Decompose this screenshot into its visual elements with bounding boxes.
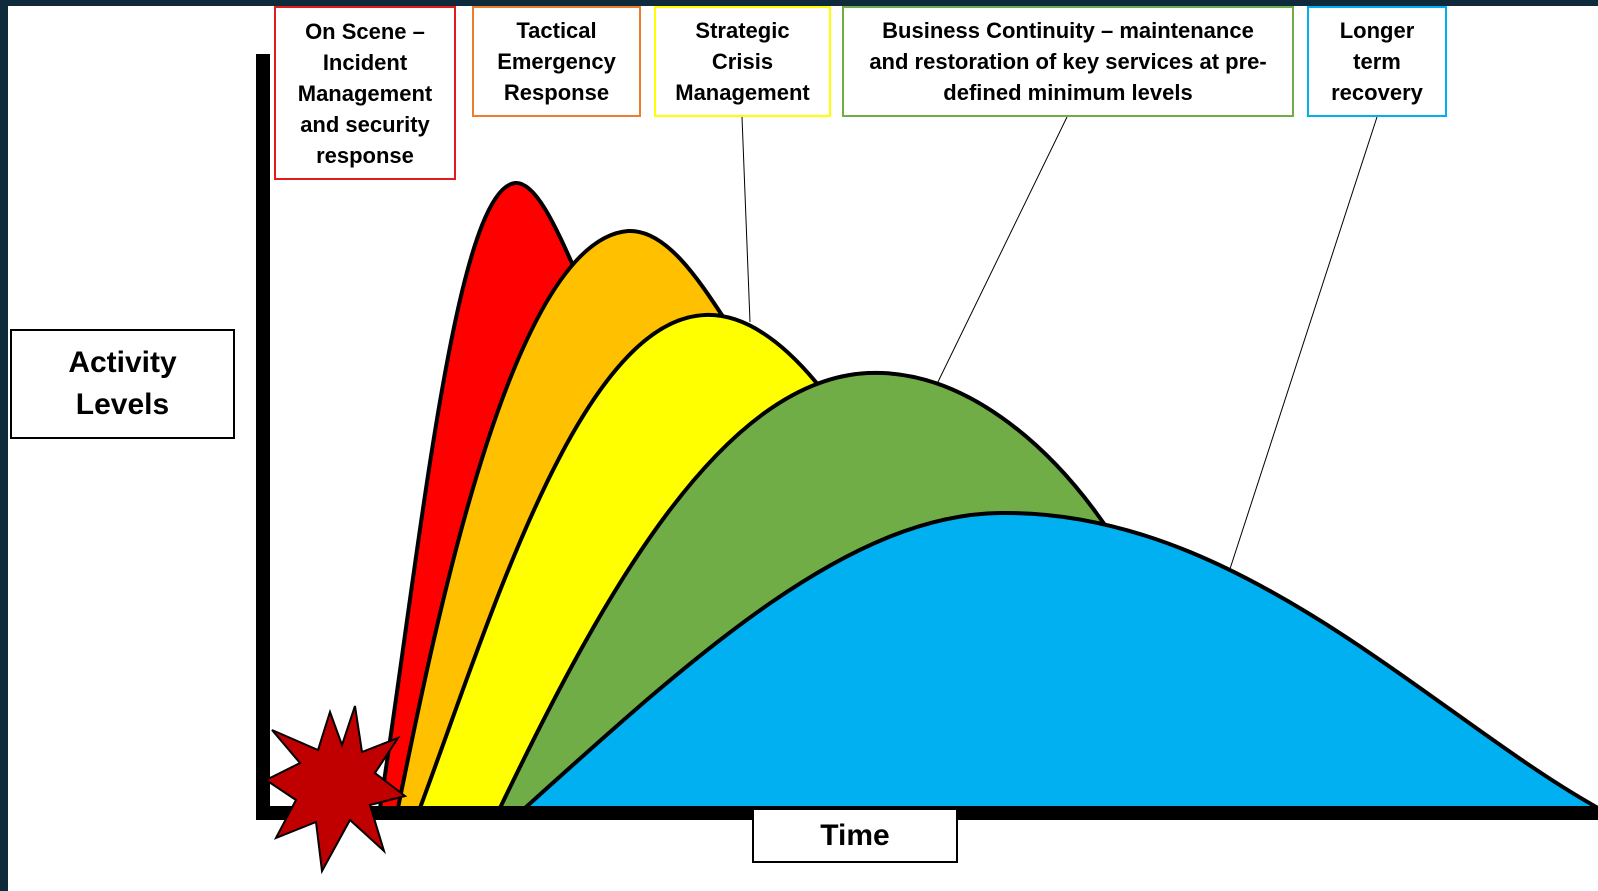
leader-line-recovery bbox=[1227, 116, 1378, 576]
label-tactical: Tactical Emergency Response bbox=[472, 6, 641, 117]
label-on-scene: On Scene – Incident Management and secur… bbox=[274, 6, 456, 180]
x-axis-label: Time bbox=[752, 808, 958, 863]
leader-line-continuity bbox=[934, 116, 1068, 389]
phase-curve-recovery bbox=[523, 510, 1598, 810]
leader-line-strategic bbox=[741, 116, 751, 323]
y-axis-label: Activity Levels bbox=[10, 329, 235, 439]
incident-burst-icon bbox=[264, 705, 408, 875]
label-continuity: Business Continuity – maintenance and re… bbox=[842, 6, 1294, 117]
label-strategic: Strategic Crisis Management bbox=[654, 6, 831, 117]
label-recovery: Longer term recovery bbox=[1307, 6, 1447, 117]
y-axis bbox=[256, 54, 270, 820]
